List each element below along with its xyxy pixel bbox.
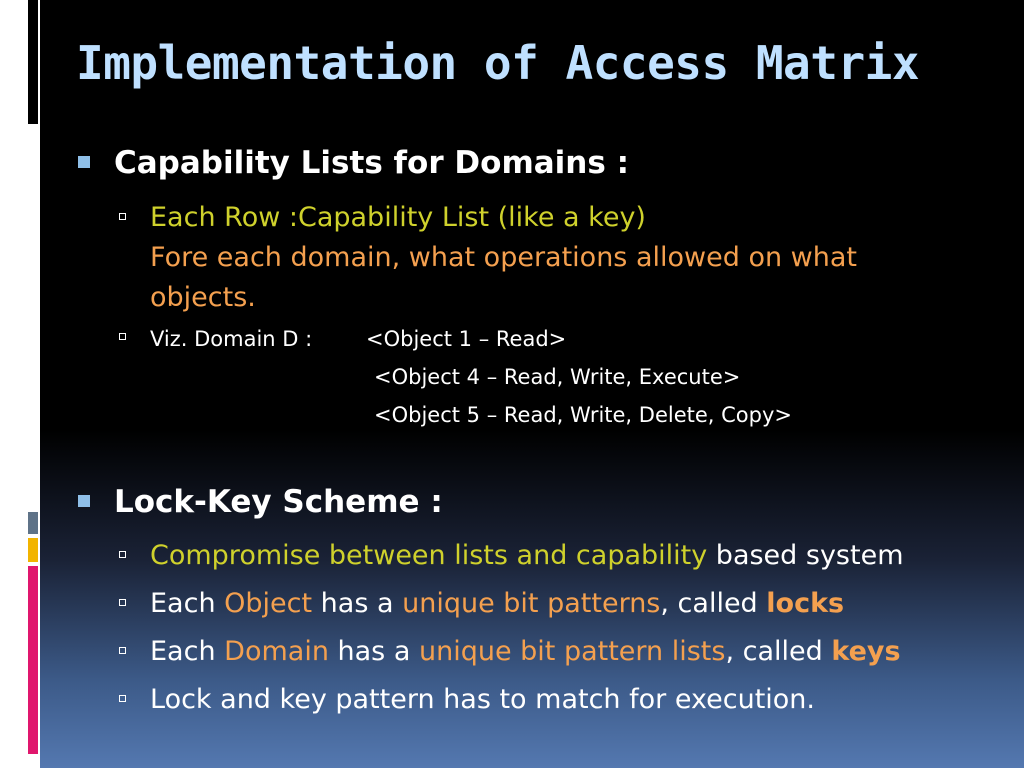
viz-item-2: <Object 4 – Read, Write, Execute> — [374, 365, 741, 389]
square-bullet-icon — [78, 156, 90, 168]
each-row-text: Each Row :Capability List (like a key) — [150, 202, 646, 233]
text-unique-bit-patterns: unique bit patterns — [402, 588, 661, 619]
capability-lists-heading: Capability Lists for Domains : — [114, 145, 630, 181]
text-unique-bit-pattern-lists: unique bit pattern lists — [418, 636, 726, 667]
accent-bar-gray — [28, 512, 38, 534]
based-system-text: based system — [707, 540, 904, 571]
text-called: , called — [660, 588, 767, 619]
viz-item-1: <Object 1 – Read> — [366, 327, 567, 351]
hollow-square-bullet-icon — [119, 695, 126, 702]
text-called: , called — [725, 636, 832, 667]
hollow-square-bullet-icon — [119, 647, 126, 654]
slide-title: Implementation of Access Matrix — [76, 36, 920, 90]
text-each: Each — [150, 588, 225, 619]
hollow-square-bullet-icon — [119, 599, 126, 606]
compromise-text: Compromise between lists and capability — [150, 540, 708, 571]
hollow-square-bullet-icon — [119, 333, 126, 340]
text-locks: locks — [766, 588, 845, 619]
domain-operations-text-cont: objects. — [150, 282, 256, 313]
accent-bar-top — [28, 0, 38, 124]
hollow-square-bullet-icon — [119, 551, 126, 558]
domain-operations-text: Fore each domain, what operations allowe… — [150, 242, 857, 273]
square-bullet-icon — [78, 495, 90, 507]
text-domain: Domain — [224, 636, 329, 667]
text-each: Each — [150, 636, 225, 667]
text-has-a: has a — [328, 636, 419, 667]
hollow-square-bullet-icon — [119, 213, 126, 220]
viz-domain-label: Viz. Domain D : — [150, 327, 313, 351]
accent-bar-pink — [28, 566, 38, 754]
text-keys: keys — [831, 636, 901, 667]
accent-bar-yellow — [28, 538, 38, 562]
lock-key-match-text: Lock and key pattern has to match for ex… — [150, 684, 815, 715]
text-object: Object — [224, 588, 313, 619]
text-has-a: has a — [312, 588, 403, 619]
lock-key-heading: Lock-Key Scheme : — [114, 484, 443, 520]
viz-item-3: <Object 5 – Read, Write, Delete, Copy> — [374, 403, 793, 427]
